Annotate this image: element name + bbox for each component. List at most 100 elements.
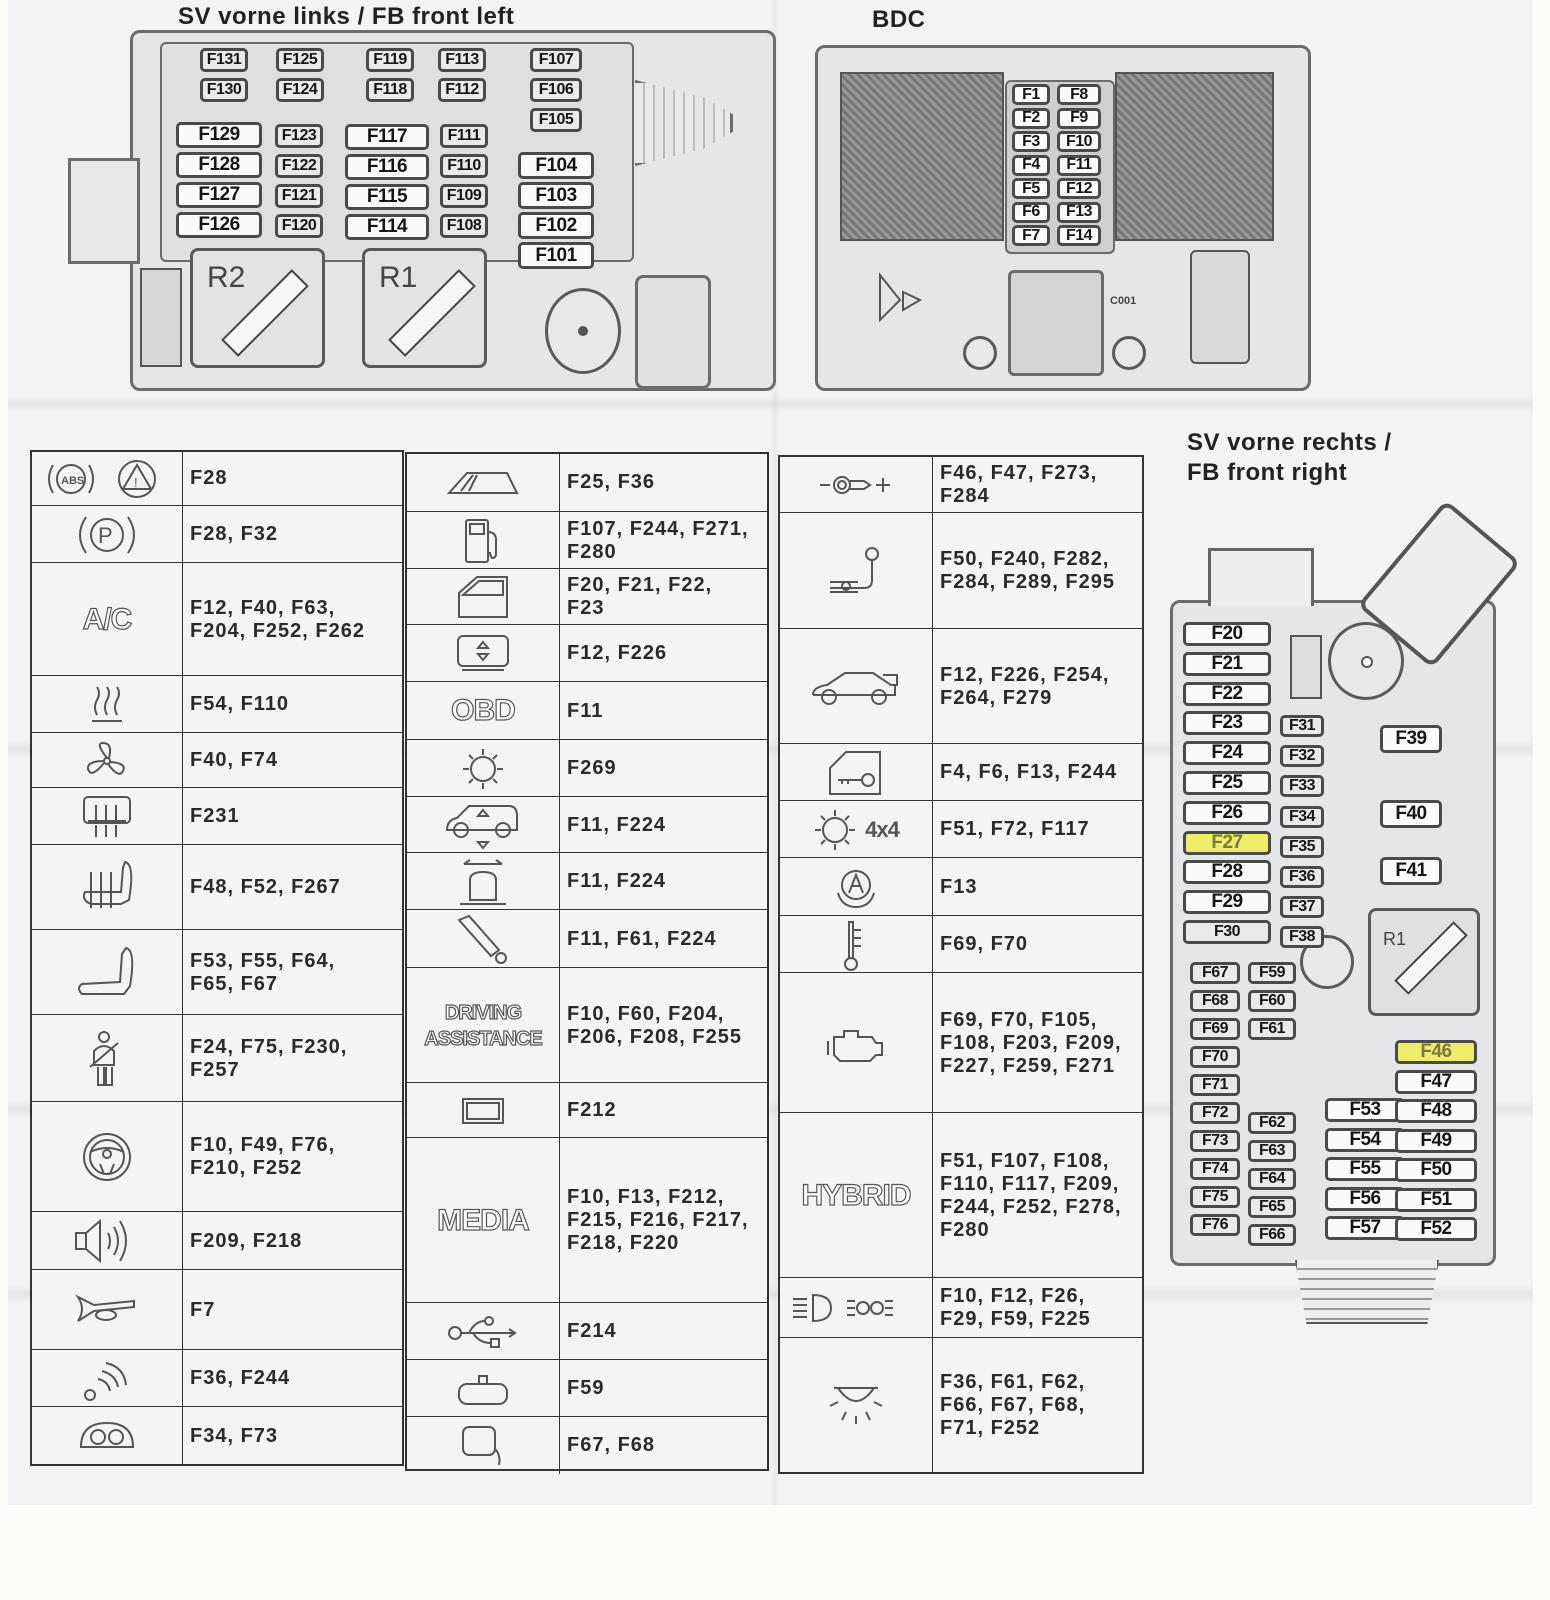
fuse-f116: F116	[345, 154, 429, 180]
icon-cell: MEDIA	[407, 1138, 560, 1303]
legend-row: F36, F61, F62, F66, F67, F68, F71, F252	[780, 1337, 1142, 1473]
fuse-f51: F51	[1395, 1187, 1477, 1212]
fuse-list-cell: F36, F244	[182, 1350, 402, 1407]
fuse-f8: F8	[1057, 84, 1101, 105]
fuse-f22: F22	[1183, 681, 1271, 706]
fuse-f41: F41	[1380, 857, 1442, 885]
rear-defrost-icon	[82, 795, 132, 839]
seatbelt-icon	[86, 1030, 128, 1087]
bdc-connector-c001	[1008, 270, 1104, 376]
icon-cell	[407, 454, 560, 511]
fuse-f11: F11	[1057, 154, 1101, 176]
fuse-f26: F26	[1183, 800, 1271, 825]
side-mirror-icon	[461, 1425, 505, 1467]
engine-check-icon	[826, 1023, 886, 1063]
icon-cell	[32, 930, 183, 1015]
icon-cell	[780, 1338, 933, 1473]
fuse-list-cell: F269	[559, 740, 767, 797]
auto-start-stop-icon	[832, 863, 880, 911]
fuse-list-cell: F69, F70	[932, 916, 1142, 973]
icon-cell	[407, 1360, 560, 1417]
fuse-list-cell: F12, F40, F63, F204, F252, F262	[182, 563, 402, 676]
fuse-f27: F27	[1183, 830, 1271, 855]
fuse-list: F107, F244, F271, F280	[567, 517, 749, 563]
fuse-list: F12, F40, F63, F204, F252, F262	[190, 596, 365, 642]
fuse-list-cell: F10, F13, F212, F215, F216, F217, F218, …	[559, 1138, 767, 1303]
fuse-list: F10, F49, F76, F210, F252	[190, 1134, 336, 1179]
fuse-f113: F113	[438, 48, 486, 72]
fuse-list-cell: F34, F73	[182, 1407, 402, 1465]
icon-cell	[32, 1212, 183, 1270]
relay-r2: R2	[190, 248, 325, 368]
fuse-f5: F5	[1012, 178, 1050, 199]
fuse-f105: F105	[530, 108, 582, 132]
fuse-f120: F120	[275, 214, 323, 238]
fuse-list-cell: F40, F74	[182, 733, 402, 788]
fan-icon	[85, 741, 129, 781]
fuse-f34: F34	[1280, 805, 1324, 828]
icon-cell	[32, 788, 183, 845]
fuse-list: F269	[567, 757, 617, 779]
icon-label: DRIVING ASSISTANCE	[424, 1001, 544, 1050]
fuse-f40: F40	[1380, 800, 1442, 828]
spoiler-car-icon	[811, 667, 901, 707]
fuse-f31: F31	[1280, 715, 1324, 737]
legend-row: F7	[32, 1269, 402, 1350]
interior-light-icon	[824, 1384, 888, 1428]
fuse-f28: F28	[1183, 860, 1271, 885]
legend-row: F20, F21, F22, F23	[407, 568, 767, 625]
fuse-f60: F60	[1248, 990, 1296, 1012]
icon-cell: DRIVING ASSISTANCE	[407, 968, 560, 1083]
bdc-screw-right	[1112, 336, 1146, 370]
fuse-list-cell: F7	[182, 1270, 402, 1350]
fuse-f115: F115	[345, 184, 429, 210]
recycle-icon	[879, 272, 923, 323]
icon-cell	[32, 676, 183, 733]
fuse-list-cell: F50, F240, F282, F284, F289, F295	[932, 513, 1142, 629]
usb-icon	[447, 1315, 519, 1349]
icon-cell	[780, 629, 933, 744]
fuse-f3: F3	[1012, 131, 1050, 152]
legend-row: F69, F70, F105, F108, F203, F209, F227, …	[780, 972, 1142, 1113]
fuse-f10: F10	[1057, 131, 1101, 152]
fuse-f30: F30	[1183, 920, 1271, 944]
fuse-f50: F50	[1395, 1158, 1477, 1182]
legend-row: F214	[407, 1302, 767, 1360]
seat-icon	[76, 946, 138, 1000]
fuse-f13: F13	[1057, 201, 1101, 223]
speaker-icon	[74, 1217, 140, 1265]
legend-row: F12, F226	[407, 624, 767, 682]
obd-icon: OBD	[451, 695, 517, 726]
icon-label: 4x4	[865, 816, 900, 842]
icon-cell: A/C	[32, 563, 183, 676]
fuse-list: F4, F6, F13, F244	[940, 761, 1118, 783]
coolant-temperature-icon	[841, 918, 871, 972]
fuse-f36: F36	[1280, 866, 1324, 888]
fuse-list: F69, F70	[940, 933, 1029, 955]
horn-icon	[75, 1294, 138, 1325]
fuse-f118: F118	[366, 78, 414, 102]
fuse-f103: F103	[518, 182, 594, 209]
fuse-f38: F38	[1280, 926, 1324, 949]
icon-cell	[407, 740, 560, 797]
icon-cell	[32, 1350, 183, 1407]
legend-row: F12, F226, F254, F264, F279	[780, 628, 1142, 744]
fuse-list-cell: F59	[559, 1360, 767, 1417]
fuse-list-cell: F11	[559, 682, 767, 740]
fuse-list-cell: F28, F32	[182, 506, 402, 563]
icon-cell	[407, 910, 560, 968]
legend-row: F11, F224	[407, 796, 767, 853]
fuse-f107: F107	[530, 48, 582, 72]
fuse-f65: F65	[1248, 1196, 1296, 1218]
fuse-list-cell: F10, F49, F76, F210, F252	[182, 1102, 402, 1212]
fuse-list: F36, F244	[190, 1367, 291, 1389]
fuse-list-cell: F28	[182, 452, 402, 505]
front-right-title-line2: FB front right	[1187, 459, 1348, 486]
front-left-title: SV vorne links / FB front left	[178, 3, 515, 30]
icon-cell	[32, 845, 183, 930]
legend-row: F4, F6, F13, F244	[780, 743, 1142, 801]
instrument-cluster-icon	[79, 1421, 135, 1451]
